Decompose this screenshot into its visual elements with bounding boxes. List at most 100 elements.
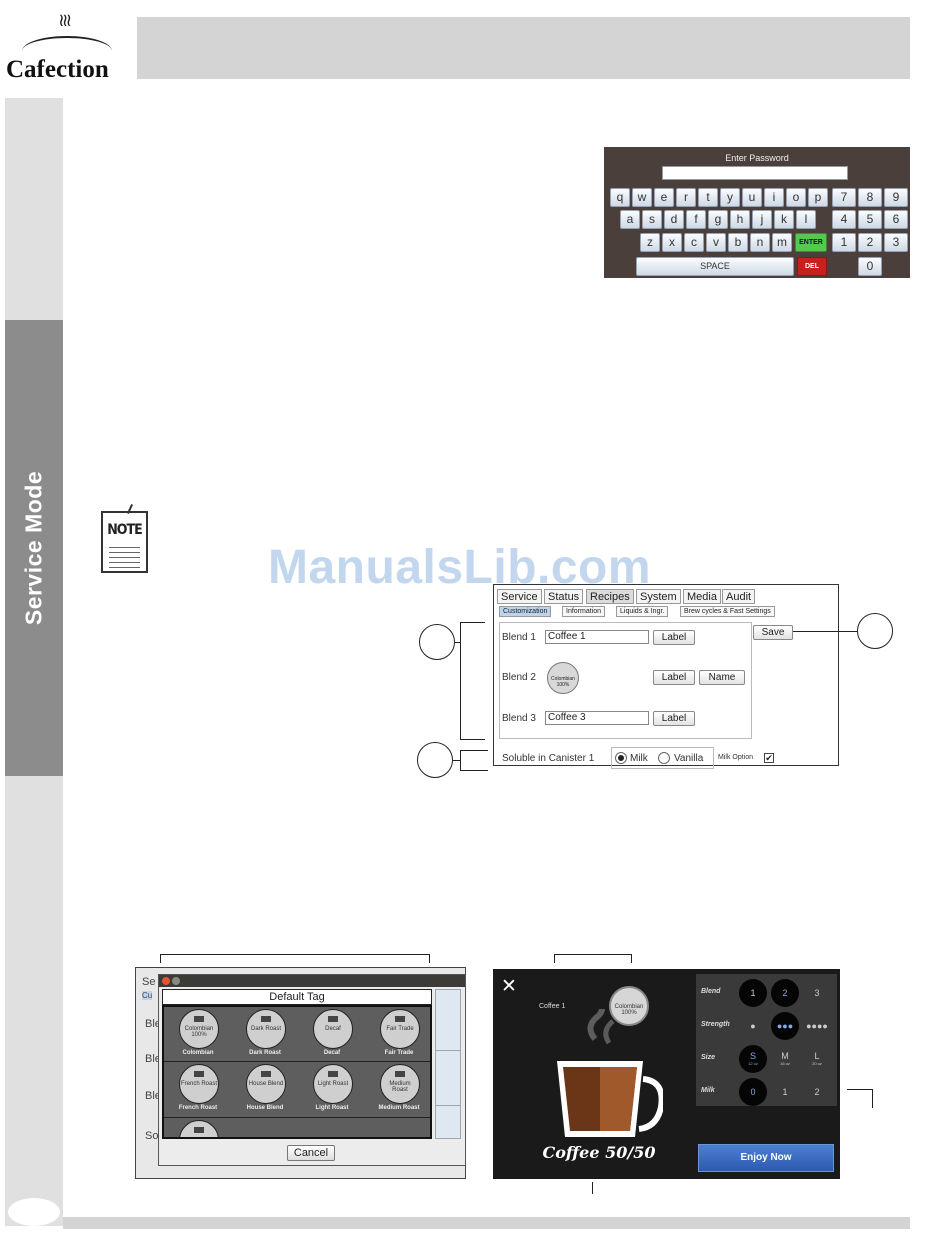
blend2-badge[interactable]: Colombian 100% xyxy=(547,662,579,694)
space-key[interactable]: SPACE xyxy=(636,257,794,276)
key-g[interactable]: g xyxy=(708,210,728,229)
key-6[interactable]: 6 xyxy=(884,210,908,229)
bg-row-text: Ble xyxy=(145,1018,161,1030)
key-z[interactable]: z xyxy=(640,233,660,252)
key-3[interactable]: 3 xyxy=(884,233,908,252)
strength-mild-icon[interactable]: ● xyxy=(750,1021,756,1031)
key-c[interactable]: c xyxy=(684,233,704,252)
key-r[interactable]: r xyxy=(676,188,696,207)
coffee-screen: ✕ Coffee 1 Colombian 100% Coffee 50/50 B… xyxy=(493,969,840,1179)
key-j[interactable]: j xyxy=(752,210,772,229)
tab-system[interactable]: System xyxy=(636,589,681,604)
milk-option-0[interactable]: 0 xyxy=(739,1078,767,1106)
key-o[interactable]: o xyxy=(786,188,806,207)
dialog-scrollbar[interactable] xyxy=(435,989,461,1139)
blend1-label-button[interactable]: Label xyxy=(653,630,695,645)
strength-medium-icon[interactable]: ●●● xyxy=(771,1012,799,1040)
blend-option-1[interactable]: 1 xyxy=(739,979,767,1007)
tag-colombian[interactable]: Colombian 100% Colombian xyxy=(167,1009,229,1063)
tag-partial[interactable] xyxy=(167,1120,229,1137)
tag-fair-trade[interactable]: Fair Trade Fair Trade xyxy=(368,1009,430,1063)
size-option-large[interactable]: L 20 oz xyxy=(803,1045,831,1073)
key-p[interactable]: p xyxy=(808,188,828,207)
vanilla-radio[interactable] xyxy=(658,752,670,764)
tab-status[interactable]: Status xyxy=(544,589,584,604)
size-sub: 20 oz xyxy=(812,1061,822,1066)
callout-bracket xyxy=(160,954,161,963)
password-input[interactable] xyxy=(662,166,848,180)
key-s[interactable]: s xyxy=(642,210,662,229)
tag-dark-roast[interactable]: Dark Roast Dark Roast xyxy=(234,1009,296,1063)
size-option-medium[interactable]: M 16 oz xyxy=(771,1045,799,1073)
enter-key[interactable]: ENTER xyxy=(795,233,827,252)
key-e[interactable]: e xyxy=(654,188,674,207)
key-q[interactable]: q xyxy=(610,188,630,207)
tab-media[interactable]: Media xyxy=(683,589,721,604)
key-u[interactable]: u xyxy=(742,188,762,207)
subtab-information[interactable]: Information xyxy=(562,606,606,617)
key-7[interactable]: 7 xyxy=(832,188,856,207)
key-t[interactable]: t xyxy=(698,188,718,207)
callout-bracket xyxy=(554,954,555,963)
tag-french-roast[interactable]: French Roast French Roast xyxy=(167,1064,229,1118)
blend-option-3[interactable]: 3 xyxy=(814,988,820,998)
logo-text: Cafection xyxy=(6,56,109,83)
key-y[interactable]: y xyxy=(720,188,740,207)
keyboard-title: Enter Password xyxy=(725,153,789,163)
key-5[interactable]: 5 xyxy=(858,210,882,229)
blend-option-2[interactable]: 2 xyxy=(771,979,799,1007)
key-v[interactable]: v xyxy=(706,233,726,252)
subtab-brew-cycles[interactable]: Brew cycles & Fast Settings xyxy=(680,606,775,617)
subtab-customization[interactable]: Customization xyxy=(499,606,552,617)
milk-option-checkbox[interactable]: ✔ xyxy=(764,753,774,763)
milk-option-label: Milk Option xyxy=(718,754,754,761)
tag-house-blend[interactable]: House Blend House Blend xyxy=(234,1064,296,1118)
minimize-icon[interactable] xyxy=(172,977,180,985)
key-9[interactable]: 9 xyxy=(884,188,908,207)
scrollbar-divider xyxy=(436,1050,460,1051)
milk-option-1[interactable]: 1 xyxy=(782,1087,788,1097)
key-k[interactable]: k xyxy=(774,210,794,229)
key-w[interactable]: w xyxy=(632,188,652,207)
milk-radio[interactable] xyxy=(615,752,627,764)
key-b[interactable]: b xyxy=(728,233,748,252)
bg-row-text: Ble xyxy=(145,1053,161,1065)
key-x[interactable]: x xyxy=(662,233,682,252)
key-2[interactable]: 2 xyxy=(858,233,882,252)
close-icon[interactable] xyxy=(162,977,170,985)
enjoy-now-button[interactable]: Enjoy Now xyxy=(698,1144,834,1172)
key-l[interactable]: l xyxy=(796,210,816,229)
key-d[interactable]: d xyxy=(664,210,684,229)
tab-audit[interactable]: Audit xyxy=(722,589,756,604)
key-n[interactable]: n xyxy=(750,233,770,252)
cancel-button[interactable]: Cancel xyxy=(287,1145,335,1161)
tag-label: Decaf xyxy=(323,1050,341,1056)
blend2-name-button[interactable]: Name xyxy=(699,670,745,685)
key-4[interactable]: 4 xyxy=(832,210,856,229)
save-button[interactable]: Save xyxy=(753,625,793,640)
size-sub: 12 oz xyxy=(748,1061,758,1066)
blend3-input[interactable]: Coffee 3 xyxy=(545,711,649,725)
tag-light-roast[interactable]: Light Roast Light Roast xyxy=(301,1064,363,1118)
tab-service[interactable]: Service xyxy=(497,589,542,604)
blend3-label-button[interactable]: Label xyxy=(653,711,695,726)
key-h[interactable]: h xyxy=(730,210,750,229)
key-m[interactable]: m xyxy=(772,233,792,252)
strength-strong-icon[interactable]: ●●●● xyxy=(806,1021,828,1031)
tab-recipes[interactable]: Recipes xyxy=(586,589,634,604)
key-i[interactable]: i xyxy=(764,188,784,207)
blend2-label-button[interactable]: Label xyxy=(653,670,695,685)
delete-key[interactable]: DEL xyxy=(797,257,827,276)
milk-option-2[interactable]: 2 xyxy=(814,1087,820,1097)
subtab-liquids[interactable]: Liquids & Ingr. xyxy=(616,606,669,617)
blend1-input[interactable]: Coffee 1 xyxy=(545,630,649,644)
key-f[interactable]: f xyxy=(686,210,706,229)
tag-decaf[interactable]: Decaf Decaf xyxy=(301,1009,363,1063)
tag-medium-roast[interactable]: Medium Roast Medium Roast xyxy=(368,1064,430,1118)
key-1[interactable]: 1 xyxy=(832,233,856,252)
key-8[interactable]: 8 xyxy=(858,188,882,207)
size-option-small[interactable]: S 12 oz xyxy=(739,1045,767,1073)
close-icon[interactable]: ✕ xyxy=(501,976,517,997)
key-0[interactable]: 0 xyxy=(858,257,882,276)
key-a[interactable]: a xyxy=(620,210,640,229)
